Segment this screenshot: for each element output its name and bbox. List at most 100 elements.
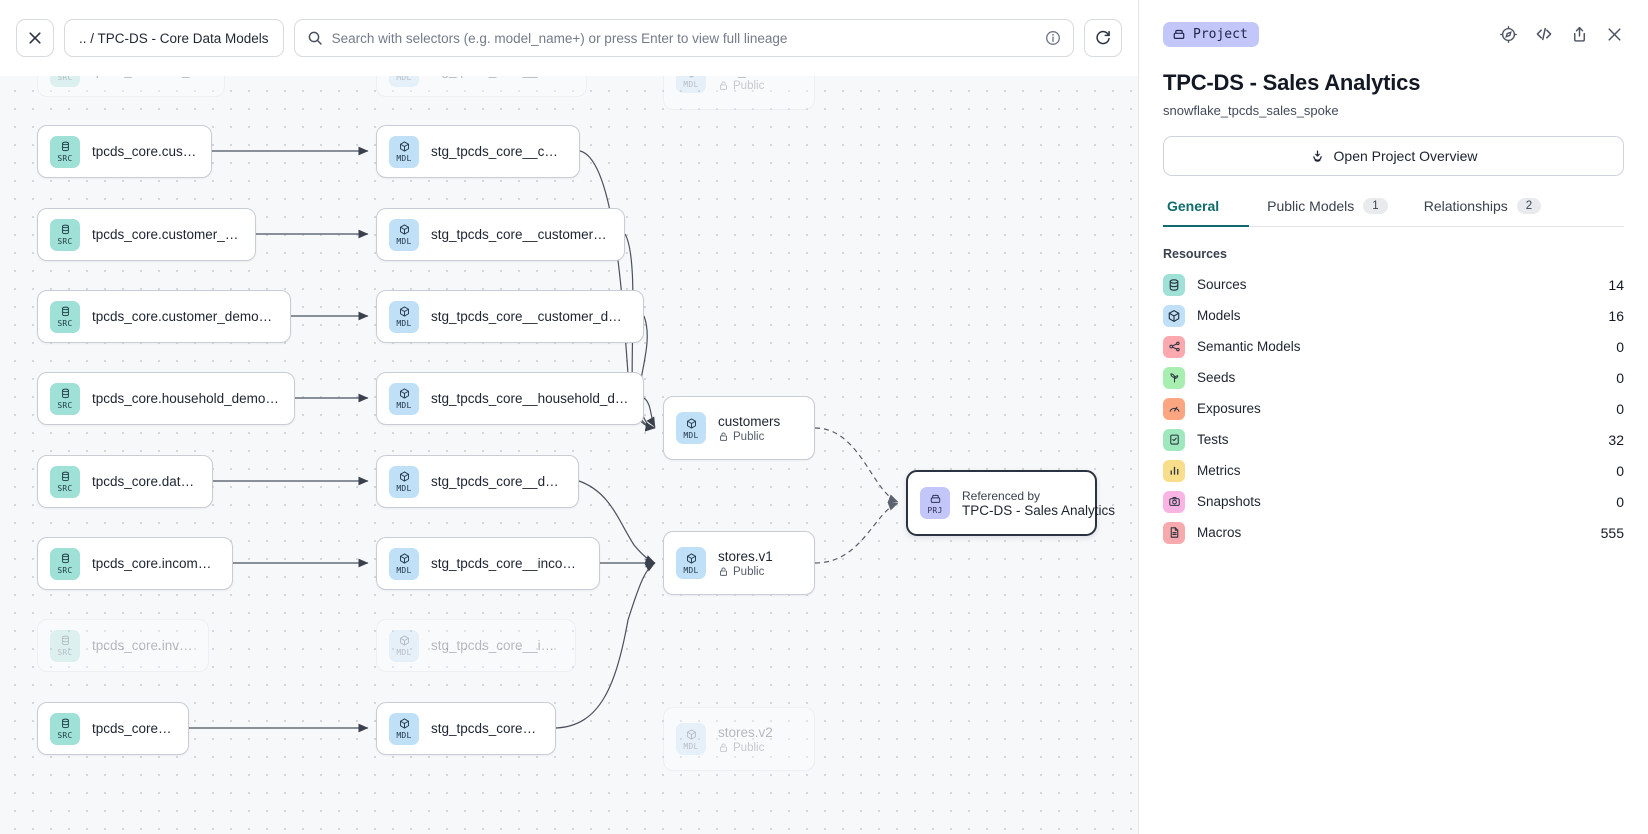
resource-row-sources[interactable]: Sources 14 — [1163, 269, 1624, 300]
node-text: stg_tpcds_core__household_demogr… — [431, 391, 629, 406]
src-badge-icon: SRC — [50, 300, 80, 333]
resource-count: 14 — [1608, 276, 1624, 293]
resources-heading: Resources — [1163, 247, 1227, 261]
node-text: call_centersPublic — [718, 63, 790, 92]
resource-row-snapshots[interactable]: Snapshots 0 — [1163, 486, 1624, 517]
lineage-node-src-household[interactable]: SRC tpcds_core.household_demographics — [37, 372, 295, 425]
lineage-nodes: SRCtpcds_core.call_centerMDLstg_tpcds_co… — [37, 44, 1115, 771]
resource-row-models[interactable]: Models 16 — [1163, 300, 1624, 331]
node-text: tpcds_core.customer_demographics — [92, 309, 276, 324]
mdl-badge-icon: MDL — [389, 218, 419, 251]
mdl-badge-icon: MDL — [389, 382, 419, 415]
resource-label: Exposures — [1197, 401, 1261, 416]
resource-count: 0 — [1616, 369, 1624, 386]
node-label: tpcds_core.store — [92, 721, 174, 736]
share-icon[interactable] — [1570, 25, 1589, 44]
src-badge-icon: SRC — [50, 712, 80, 745]
document-icon — [1163, 521, 1185, 544]
lineage-node-src-date-dim[interactable]: SRC tpcds_core.date_dim — [37, 455, 213, 508]
resource-label: Macros — [1197, 525, 1242, 540]
src-badge-icon: SRC — [50, 382, 80, 415]
lineage-node-src-customer-demo[interactable]: SRC tpcds_core.customer_demographics — [37, 290, 291, 343]
src-badge-icon: SRC — [50, 135, 80, 168]
clipboard-check-icon — [1163, 428, 1185, 451]
cube-icon — [1163, 304, 1185, 327]
resource-label: Models — [1197, 308, 1241, 323]
refresh-button[interactable] — [1084, 19, 1122, 57]
panel-action-icons — [1499, 24, 1624, 44]
camera-icon — [1163, 490, 1185, 513]
lineage-canvas[interactable]: SRCtpcds_core.call_centerMDLstg_tpcds_co… — [0, 0, 1139, 834]
code-icon[interactable] — [1534, 24, 1554, 44]
search-bar[interactable] — [293, 19, 1074, 57]
tab-count: 1 — [1363, 198, 1388, 214]
open-project-overview-button[interactable]: Open Project Overview — [1163, 136, 1624, 176]
lineage-node-mdl-household[interactable]: MDL stg_tpcds_core__household_demogr… — [376, 372, 644, 425]
node-text: tpcds_core.household_demographics — [92, 391, 280, 406]
resource-label: Snapshots — [1197, 494, 1261, 509]
node-label: tpcds_core.customer_address — [92, 227, 241, 242]
seedling-icon — [1163, 366, 1185, 389]
explore-icon[interactable] — [1499, 25, 1518, 44]
close-icon[interactable] — [1605, 25, 1624, 44]
node-label: customers — [718, 413, 781, 429]
node-text: tpcds_core.date_dim — [92, 474, 198, 489]
search-input[interactable] — [331, 30, 1036, 46]
info-icon[interactable] — [1045, 30, 1061, 46]
node-label: stores.v2 — [718, 724, 773, 740]
node-label: stg_tpcds_core__store — [431, 721, 541, 736]
resource-count: 0 — [1616, 400, 1624, 417]
database-icon — [1163, 273, 1185, 296]
mdl-badge-icon: MDL — [389, 465, 419, 498]
node-label: stores.v1 — [718, 548, 773, 564]
resource-label: Sources — [1197, 277, 1247, 292]
src-badge-icon: SRC — [50, 465, 80, 498]
resource-count: 0 — [1616, 462, 1624, 479]
node-label: stg_tpcds_core__customer — [431, 144, 565, 159]
node-text: tpcds_core.inventory — [92, 638, 194, 653]
close-lineage-button[interactable] — [16, 19, 54, 57]
resource-count: 16 — [1608, 307, 1624, 324]
lineage-node-mdl-customer-demo[interactable]: MDLstg_tpcds_core__customer_demogra… — [376, 290, 644, 343]
bar-chart-icon — [1163, 459, 1185, 482]
tab-general[interactable]: General — [1163, 198, 1250, 227]
resource-row-exposures[interactable]: Exposures 0 — [1163, 393, 1624, 424]
tab-label: Relationships — [1423, 198, 1508, 214]
breadcrumb[interactable]: .. / TPC-DS - Core Data Models — [64, 19, 284, 57]
node-label: tpcds_core.customer_demographics — [92, 309, 276, 324]
resource-label: Tests — [1197, 432, 1229, 447]
access-label: Public — [733, 79, 765, 92]
node-label: stg_tpcds_core__customer_demogra… — [431, 309, 629, 324]
node-label: tpcds_core.inventory — [92, 638, 194, 653]
node-label: tpcds_core.date_dim — [92, 474, 198, 489]
chip-label: Project — [1193, 26, 1248, 42]
resource-count: 0 — [1616, 493, 1624, 510]
lineage-node-src-store[interactable]: SRC tpcds_core.store — [37, 702, 189, 755]
panel-header: Project — [1163, 0, 1624, 56]
lock-icon — [718, 566, 729, 577]
mdl-badge-icon: MDL — [676, 412, 706, 444]
graph-icon — [1163, 335, 1185, 358]
